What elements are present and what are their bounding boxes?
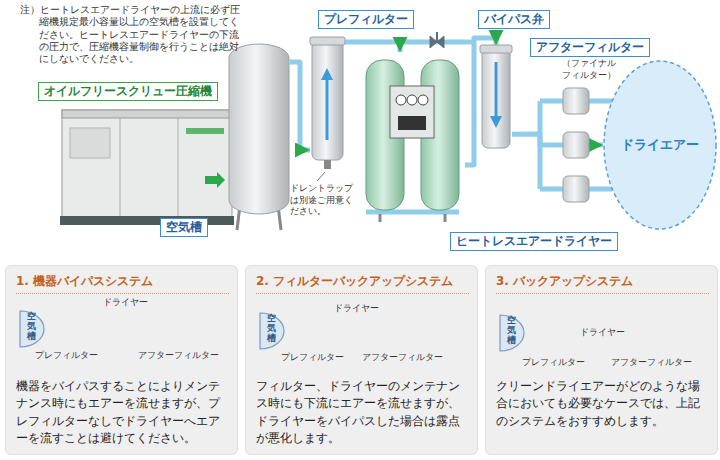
valve-label: バイパス弁 — [478, 10, 550, 29]
half-circle-outline — [20, 311, 44, 347]
prefilter-illustration-part — [317, 172, 325, 181]
panel-body: クリーンドライエアーがどのような場合においても必要なケースでは、上記のシステムを… — [496, 378, 709, 430]
prefilter-illustration-part — [326, 78, 329, 140]
prefilter: プレフィルター — [310, 35, 345, 163]
prefilter-illustration-part — [312, 40, 343, 160]
afterfilter-illustration — [480, 45, 512, 148]
panel-title: 2. フィルターバックアップシステム — [256, 273, 469, 294]
afterfilter: アフターフィルター — [480, 45, 512, 150]
air-tank-illustration-part — [229, 44, 289, 214]
prefilter-illustration-part — [324, 160, 331, 169]
air-tank-illustration — [229, 44, 289, 230]
compressor-illustration-part — [178, 118, 179, 216]
afterfilter-label: アフターフィルター — [530, 38, 650, 57]
final-filter-label: （ファイナル フィルター） — [562, 58, 618, 81]
tank-half-circle: 空気槽 — [499, 314, 525, 352]
afterfilter-illustration-part — [482, 48, 510, 148]
prefilter-label: プレフィルター — [318, 10, 414, 29]
tank-label: 空気槽 — [507, 316, 516, 346]
dryer-label: ヒートレスエアードライヤー — [450, 232, 618, 251]
pipe-connector — [290, 62, 310, 150]
part-label: プレフィルター — [34, 349, 99, 362]
dryer-illustration-part — [390, 86, 434, 138]
part-label: アフターフィルター — [610, 356, 693, 369]
panel-title: 1. 機器バイパスシステム — [16, 273, 229, 294]
prefilter-illustration-part — [321, 68, 333, 80]
panel-title: 3. バックアップシステム — [496, 273, 709, 294]
compressor: オイルフリースクリュー圧縮機 — [38, 82, 235, 225]
compressor-illustration-part — [120, 118, 121, 216]
compressor-illustration-part — [70, 128, 110, 158]
final-filter-illustration-part — [563, 176, 589, 202]
pipe-connector — [345, 42, 400, 52]
dryer-illustration-part — [407, 95, 417, 105]
tank-label: 空気槽 — [160, 218, 208, 237]
part-label: アフターフィルター — [137, 349, 220, 362]
prefilter-illustration — [310, 37, 345, 181]
compressor-illustration-part — [186, 128, 224, 134]
part-label: ドライヤー — [579, 326, 626, 339]
part-label: ドライヤー — [333, 302, 380, 315]
dryer: ヒートレスエアードライヤー — [362, 52, 465, 222]
part-label: ドライヤー — [102, 296, 149, 309]
panel-body: フィルター、ドライヤーのメンテナンス時にも下流にエアーを流せますが、ドライヤーを… — [256, 378, 469, 447]
compressor-illustration-part — [62, 110, 232, 218]
part-label: アフターフィルター — [361, 351, 444, 364]
half-circle-outline — [260, 313, 284, 349]
bypass-valve-symbol — [430, 32, 444, 48]
prefilter-illustration-part — [310, 37, 345, 45]
compressor-illustration-part — [205, 172, 225, 188]
panel-body: 機器をバイパスすることによりメンテナンス時にもエアーを流せますが、プレフィルター… — [16, 378, 229, 447]
dryer-illustration-part — [398, 116, 426, 130]
final-filter-illustration — [563, 88, 589, 202]
tank-label: 空気槽 — [27, 312, 36, 342]
final-filter-illustration-part — [563, 132, 589, 158]
dry-air-label: ドライエアー — [603, 136, 717, 154]
dryer-illustration-part — [396, 95, 406, 105]
final-filter-illustration-part — [563, 88, 589, 114]
tank-label: 空気槽 — [267, 314, 276, 344]
tank-half-circle: 空気槽 — [259, 312, 285, 350]
dryer-illustration — [366, 60, 459, 222]
part-label: プレフィルター — [280, 351, 345, 364]
dryer-illustration-part — [418, 95, 428, 105]
afterfilter-illustration-part — [495, 62, 498, 118]
tank-half-circle: 空気槽 — [19, 310, 45, 348]
drain-note: ドレントラップは別途ご用意ください。 — [290, 183, 354, 218]
bypass-valve-symbol-part — [436, 32, 438, 42]
half-circle-outline — [500, 315, 524, 351]
air-tank: 空気槽 — [228, 42, 290, 230]
ellipse-outline — [604, 61, 716, 229]
caution-note: 注）ヒートレスエアードライヤーの上流に必ず圧縮機規定最小容量以上の空気槽を設置し… — [20, 4, 244, 66]
afterfilter-illustration-part — [490, 116, 502, 128]
compressor-illustration-part — [62, 110, 232, 118]
afterfilter-illustration-part — [480, 45, 512, 53]
compressor-label: オイルフリースクリュー圧縮機 — [38, 82, 218, 101]
dry-air-ellipse: ドライエアー — [603, 60, 717, 230]
compressor-illustration — [60, 110, 234, 225]
dryer-illustration-part — [379, 214, 382, 222]
part-label: プレフィルター — [521, 356, 586, 369]
dryer-illustration-part — [444, 214, 447, 222]
